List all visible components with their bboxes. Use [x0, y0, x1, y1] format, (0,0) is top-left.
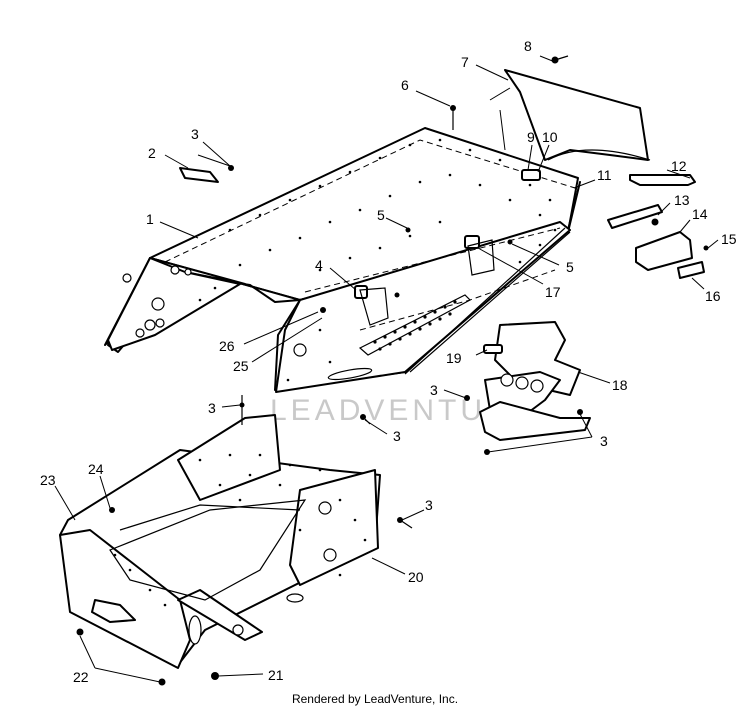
callout-3-left: 3 — [208, 400, 216, 416]
callout-25: 25 — [233, 358, 249, 374]
callout-19: 19 — [446, 350, 462, 366]
callout-7: 7 — [461, 54, 469, 70]
callout-20: 20 — [408, 569, 424, 585]
callout-22: 22 — [73, 669, 89, 685]
callout-4: 4 — [315, 257, 323, 273]
lower-frame — [59, 414, 381, 669]
callout-14: 14 — [692, 206, 708, 222]
callout-3-right: 3 — [600, 433, 608, 449]
callout-18: 18 — [612, 377, 628, 393]
callout-23: 23 — [40, 472, 56, 488]
callout-8: 8 — [524, 38, 532, 54]
callout-3-bracket: 3 — [430, 382, 438, 398]
callout-11: 11 — [597, 167, 612, 183]
plate-part-2 — [179, 167, 219, 183]
bar-part-13 — [607, 204, 663, 229]
bracket-part-12 — [629, 174, 696, 186]
callout-12: 12 — [671, 158, 687, 174]
callout-1: 1 — [146, 211, 154, 227]
callout-15: 15 — [721, 231, 737, 247]
callout-6: 6 — [401, 77, 409, 93]
callout-labels: 1 2 3 3 3 3 3 3 4 5 5 6 7 8 9 10 11 12 1… — [40, 38, 737, 685]
callout-2: 2 — [148, 145, 156, 161]
pad-part-16 — [677, 261, 705, 279]
callout-17: 17 — [545, 284, 561, 300]
callout-26: 26 — [219, 338, 235, 354]
callout-13: 13 — [674, 192, 690, 208]
callout-24: 24 — [88, 461, 104, 477]
callout-5-top: 5 — [377, 207, 385, 223]
callout-21: 21 — [268, 667, 284, 683]
tunnel-assembly — [104, 127, 581, 393]
callout-9: 9 — [527, 129, 535, 145]
render-credit: Rendered by LeadVenture, Inc. — [291, 692, 459, 706]
callout-3-center: 3 — [393, 428, 401, 444]
callout-16: 16 — [705, 288, 721, 304]
leader-lines — [54, 55, 719, 683]
callout-5-right: 5 — [566, 259, 574, 275]
bracket-assembly — [479, 321, 591, 441]
latch-part-14 — [635, 231, 693, 271]
callout-10: 10 — [542, 129, 558, 145]
callout-3-top: 3 — [191, 126, 199, 142]
rear-flap — [504, 69, 651, 161]
callout-3-frame: 3 — [425, 497, 433, 513]
